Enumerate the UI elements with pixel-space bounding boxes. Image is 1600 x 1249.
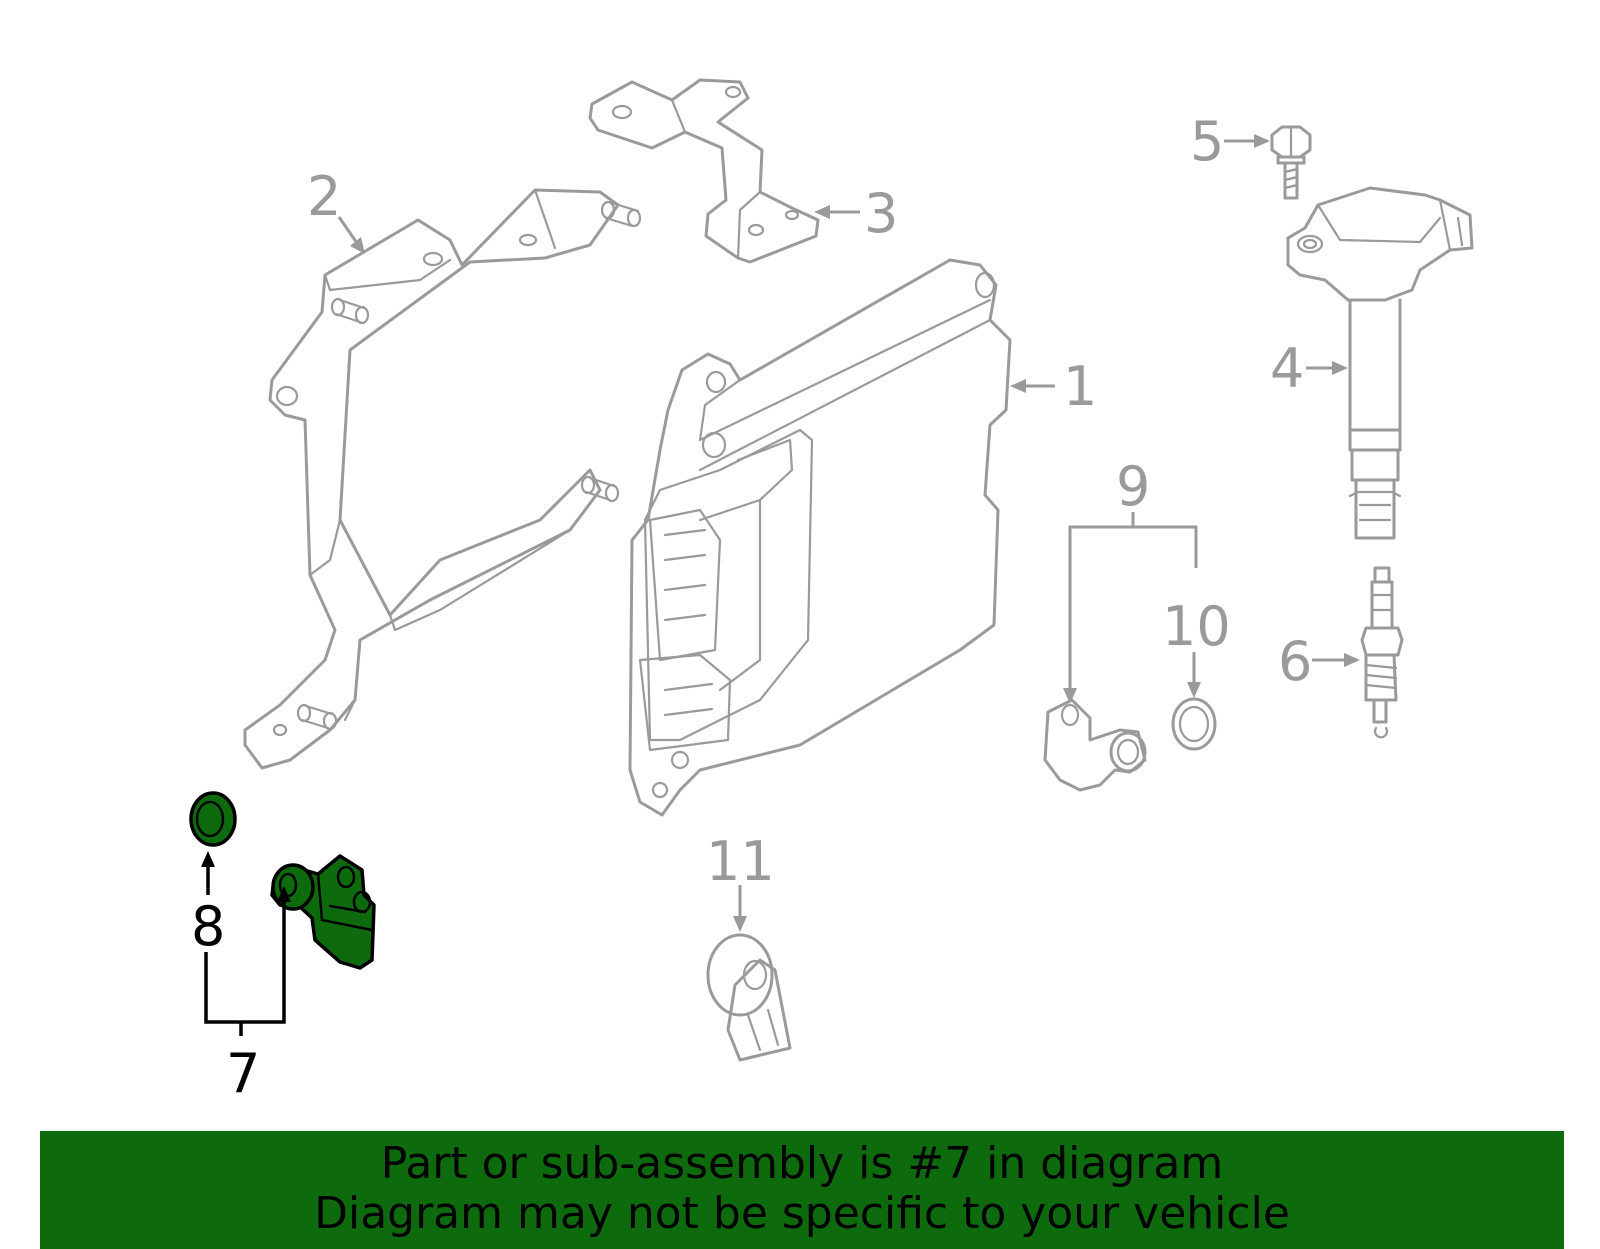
part-1-ecu[interactable] xyxy=(628,258,1012,817)
part-5-bolt[interactable] xyxy=(1270,125,1312,200)
part-4-ignition-coil[interactable] xyxy=(1286,186,1474,540)
banner-line-1: Part or sub-assembly is #7 in diagram xyxy=(380,1138,1224,1189)
callout-6: 6 xyxy=(1278,630,1312,693)
callout-2: 2 xyxy=(307,165,341,228)
callout-labels: 1 2 3 4 5 6 9 10 11 8 7 xyxy=(191,110,1312,1105)
callout-11: 11 xyxy=(706,830,775,893)
part-11-knock-sensor[interactable] xyxy=(706,933,792,1062)
banner-line-2: Diagram may not be specific to your vehi… xyxy=(314,1188,1290,1239)
callout-5: 5 xyxy=(1190,110,1224,173)
callout-1: 1 xyxy=(1063,355,1097,418)
part-2-bracket[interactable] xyxy=(243,188,642,770)
part-6-spark-plug[interactable] xyxy=(1360,566,1404,739)
part-9-sensor[interactable] xyxy=(1043,698,1147,792)
info-banner: Part or sub-assembly is #7 in diagram Di… xyxy=(40,1131,1564,1249)
callout-9: 9 xyxy=(1116,455,1150,518)
callout-3: 3 xyxy=(864,182,898,245)
callout-4: 4 xyxy=(1270,337,1304,400)
callout-8: 8 xyxy=(191,895,225,958)
callout-7: 7 xyxy=(226,1042,260,1105)
part-10-o-ring[interactable] xyxy=(1171,697,1217,751)
part-7-sensor[interactable] xyxy=(270,854,376,970)
callout-10: 10 xyxy=(1162,595,1231,658)
part-8-o-ring[interactable] xyxy=(189,791,237,847)
part-3-bracket[interactable] xyxy=(588,78,820,264)
leader-lines xyxy=(201,134,1360,1036)
